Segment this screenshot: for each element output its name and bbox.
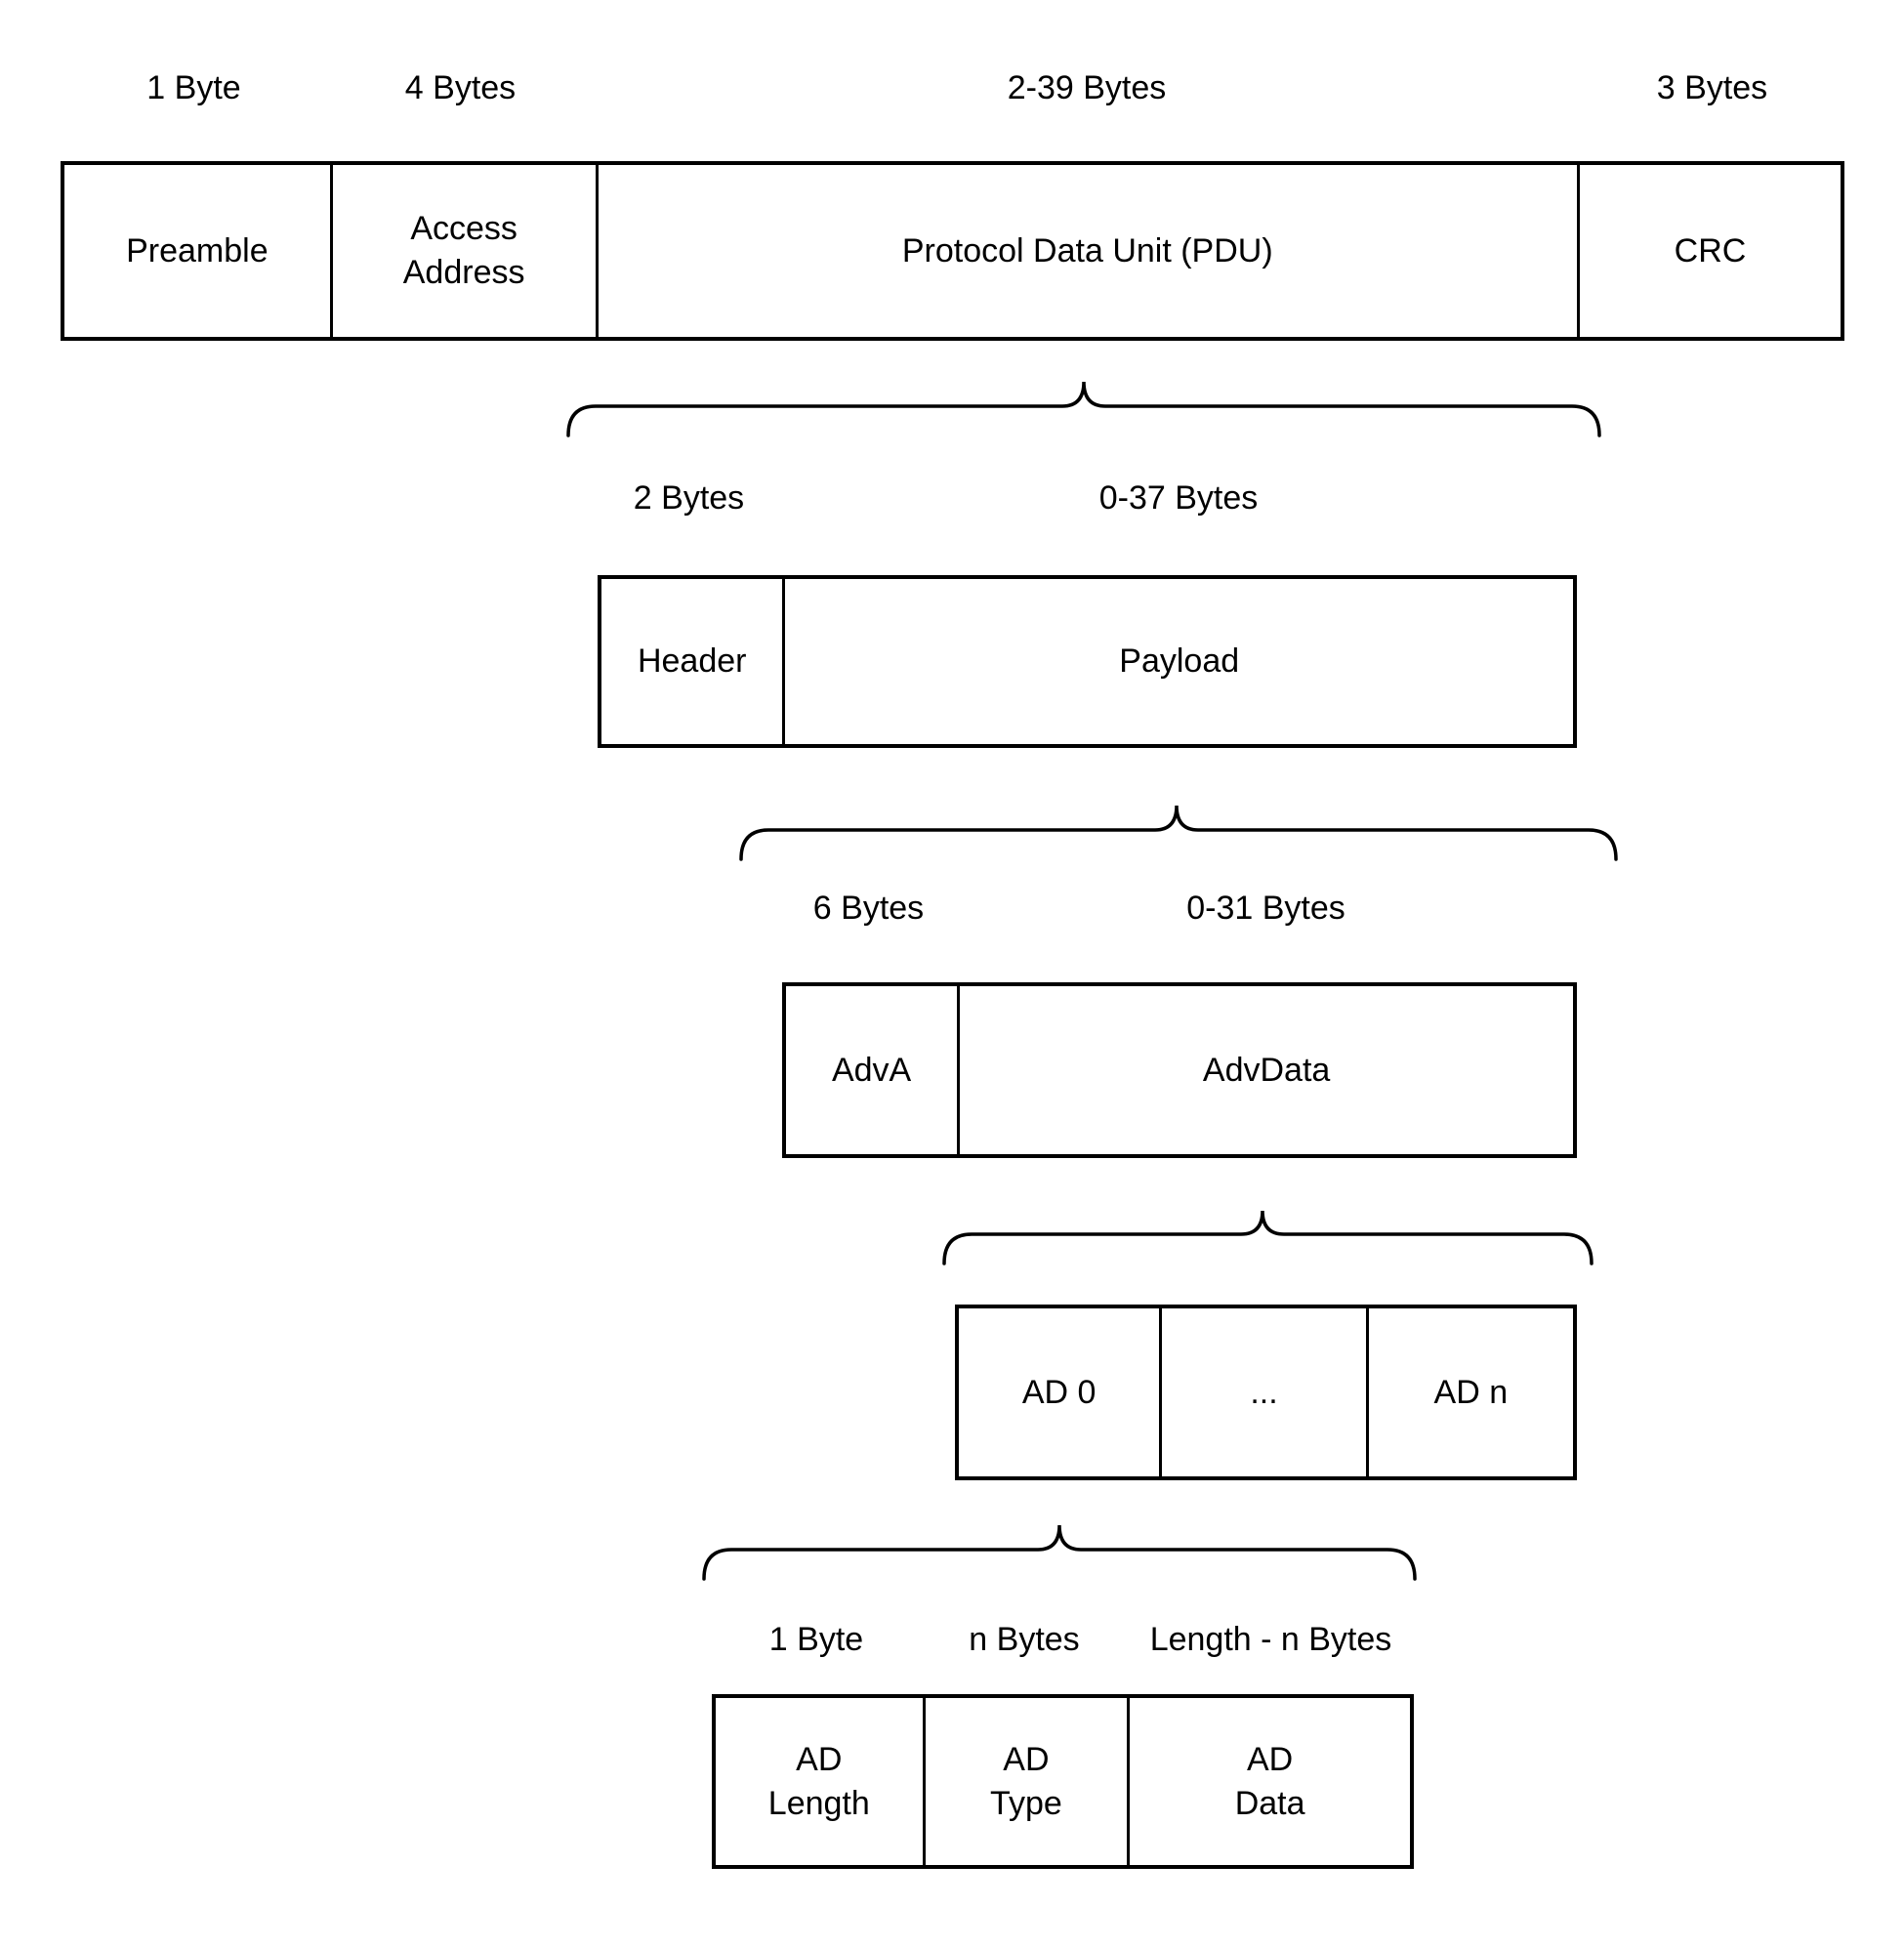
preamble-box: Preamble xyxy=(126,231,269,269)
size-label-advdata: 0-31 Bytes xyxy=(1186,890,1345,927)
size-label-pdu: 2-39 Bytes xyxy=(1007,69,1167,106)
size-label-preamble: 1 Byte xyxy=(146,69,241,106)
curly-brace-pdu-icon xyxy=(566,381,1601,437)
payload-box: Payload xyxy=(782,579,1573,744)
crc-box: CRC xyxy=(1577,165,1841,337)
ad-type-box: AD Type xyxy=(922,1698,1128,1865)
size-label-crc: 3 Bytes xyxy=(1656,69,1768,106)
advdata-row: AD 0 ... AD n xyxy=(955,1305,1577,1480)
pdu-box: Protocol Data Unit (PDU) xyxy=(595,165,1578,337)
header-box: Header xyxy=(637,642,747,681)
size-label-ad-type: n Bytes xyxy=(969,1621,1080,1658)
ad-ellipsis-box: ... xyxy=(1159,1308,1365,1476)
payload-row: AdvA AdvData xyxy=(782,982,1577,1158)
ad-structure-row: AD Length AD Type AD Data xyxy=(712,1694,1414,1869)
size-label-header: 2 Bytes xyxy=(633,479,745,517)
size-label-ad-length: 1 Byte xyxy=(768,1621,864,1658)
access-address-box: Access Address xyxy=(329,165,596,337)
adn-box: AD n xyxy=(1365,1308,1573,1476)
packet-row: Preamble Access Address Protocol Data Un… xyxy=(61,161,1844,341)
pdu-row: Header Payload xyxy=(598,575,1577,748)
ad-data-box: AD Data xyxy=(1127,1698,1410,1865)
ad0-box: AD 0 xyxy=(1021,1373,1097,1411)
curly-brace-advdata-icon xyxy=(942,1210,1594,1265)
ad-length-box: AD Length xyxy=(767,1740,870,1822)
curly-brace-payload-icon xyxy=(739,805,1618,861)
advdata-box: AdvData xyxy=(957,986,1573,1154)
size-label-payload: 0-37 Bytes xyxy=(1098,479,1259,517)
size-label-adva: 6 Bytes xyxy=(812,890,925,927)
curly-brace-ad0-icon xyxy=(702,1524,1417,1581)
size-label-ad-data: Length - n Bytes xyxy=(1149,1621,1392,1658)
adva-box: AdvA xyxy=(831,1051,912,1089)
size-label-access-address: 4 Bytes xyxy=(404,69,517,106)
